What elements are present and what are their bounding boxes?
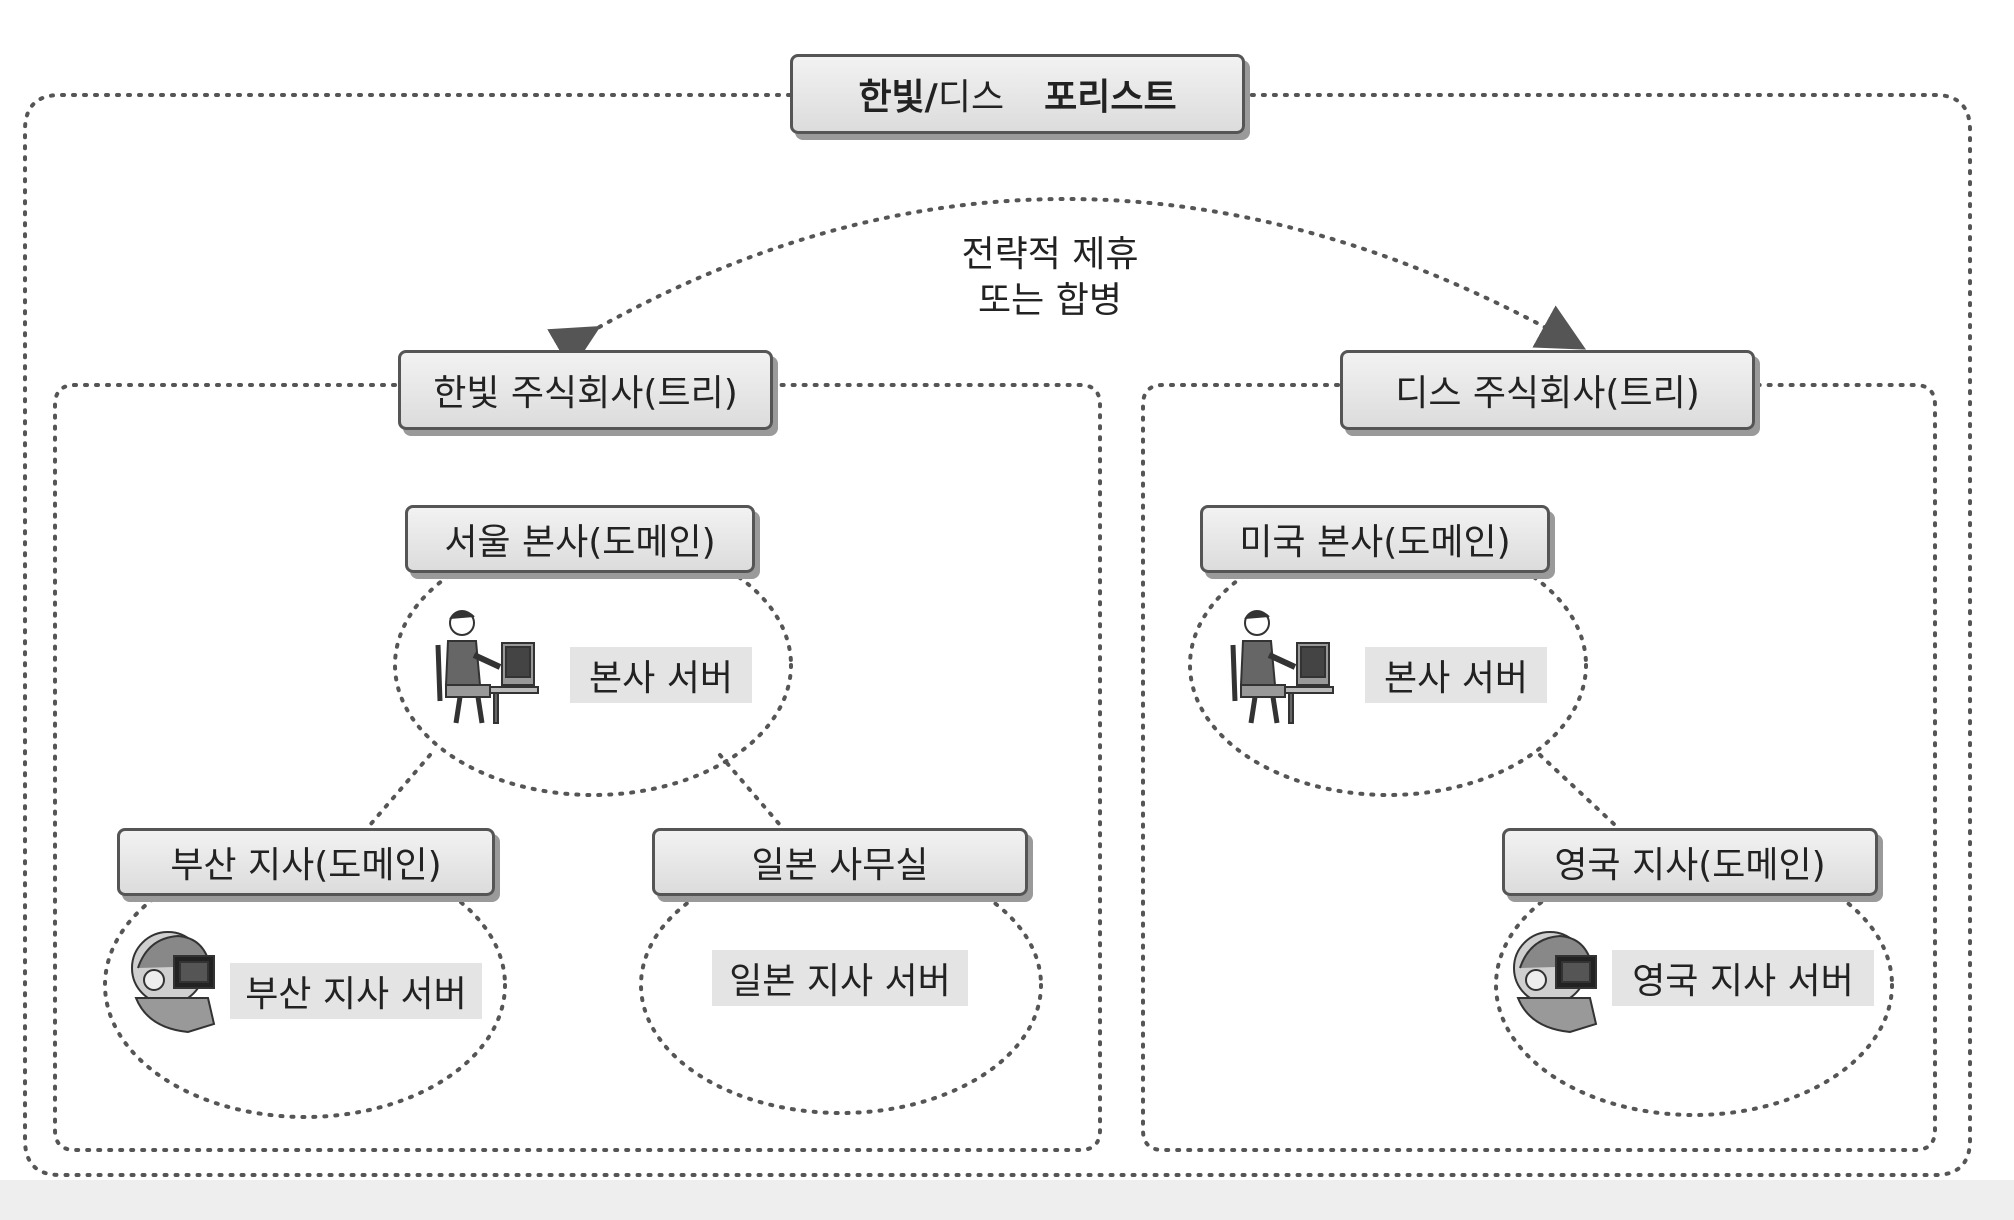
person-at-computer-icon bbox=[435, 610, 539, 724]
bottom-strip bbox=[0, 1180, 2014, 1220]
operator-at-monitor-icon bbox=[1513, 931, 1598, 1034]
domain-box-busan: 부산 지사(도메인) bbox=[117, 828, 495, 896]
server-label-japan: 일본 지사 서버 bbox=[712, 950, 968, 1006]
forest-name-part3: 포리스트 bbox=[1044, 77, 1177, 118]
usa-uk-link bbox=[1538, 753, 1617, 827]
tree-boundary-dis bbox=[1141, 383, 1937, 1152]
tree-title-dis: 디스 주식회사(트리) bbox=[1340, 350, 1755, 430]
alliance-arc bbox=[547, 197, 1587, 371]
server-label-uk: 영국 지사 서버 bbox=[1612, 950, 1874, 1006]
tree-boundary-hanbit bbox=[53, 383, 1102, 1152]
operator-at-monitor-icon bbox=[131, 931, 216, 1034]
relation-label: 전략적 제휴 또는 합병 bbox=[900, 232, 1200, 324]
domain-box-seoul: 서울 본사(도메인) bbox=[405, 505, 755, 573]
server-label-seoul: 본사 서버 bbox=[570, 647, 752, 703]
server-label-busan: 부산 지사 서버 bbox=[230, 963, 482, 1019]
domain-box-japan: 일본 사무실 bbox=[652, 828, 1028, 896]
seoul-busan-link bbox=[368, 753, 432, 827]
relation-line2: 또는 합병 bbox=[978, 280, 1122, 321]
relation-line1: 전략적 제휴 bbox=[961, 234, 1139, 275]
server-label-usa: 본사 서버 bbox=[1365, 647, 1547, 703]
domain-box-uk: 영국 지사(도메인) bbox=[1502, 828, 1878, 896]
domain-box-usa: 미국 본사(도메인) bbox=[1200, 505, 1550, 573]
seoul-japan-link bbox=[718, 753, 782, 827]
tree-title-hanbit: 한빛 주식회사(트리) bbox=[398, 350, 773, 430]
forest-name-part2: 디스 bbox=[937, 77, 1005, 118]
forest-name-part1: 한빛/ bbox=[858, 77, 938, 118]
forest-title-box: 한빛/ 디스 포리스트 bbox=[790, 54, 1245, 134]
person-at-computer-icon bbox=[1230, 610, 1334, 724]
